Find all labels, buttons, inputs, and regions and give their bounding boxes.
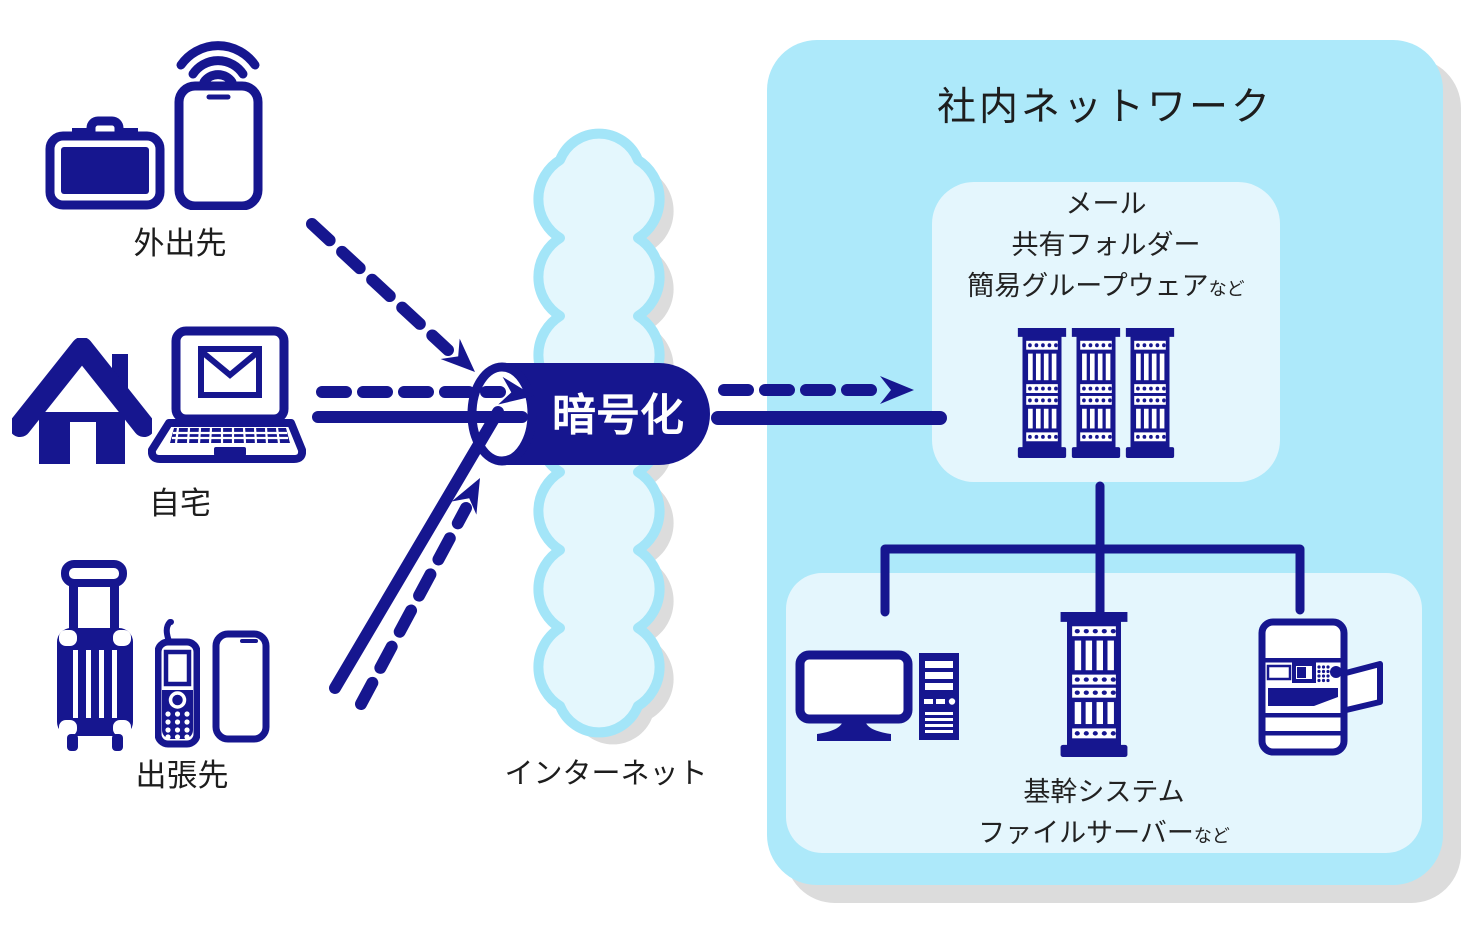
briefcase-icon: [45, 116, 165, 210]
laptop-mail-icon: [148, 326, 306, 463]
copier-icon: [1258, 618, 1383, 756]
feature-phone-icon: [155, 619, 200, 748]
arrow-offsite-dashed: [306, 218, 454, 356]
smartphone-wifi-icon: [174, 41, 263, 210]
internet-label: インターネット: [504, 758, 708, 790]
core-line-system: 基幹システム: [1023, 777, 1185, 807]
line-trip-solid: [329, 406, 504, 694]
arrowhead-offsite: [440, 338, 485, 383]
arrowhead-home: [498, 376, 537, 410]
arrow-trip-dashed: [355, 502, 472, 710]
tunnel-label: 暗号化: [552, 391, 684, 440]
server-rack-icon: [1124, 328, 1176, 458]
trip-label: 出張先: [135, 758, 229, 793]
home-label: 自宅: [149, 486, 211, 521]
tunnel-opening: [467, 362, 537, 466]
groupware-suffix: など: [1208, 279, 1245, 299]
core-box-text: 基幹システム ファイルサーバーなど: [786, 772, 1422, 857]
desktop-pc-icon: [795, 650, 959, 741]
core-suffix: など: [1193, 826, 1230, 846]
core-line-fileserver: ファイルサーバーなど: [978, 818, 1230, 848]
suitcase-icon: [57, 560, 133, 751]
house-icon: [12, 338, 152, 464]
groupware-box-text: メール 共有フォルダー 簡易グループウェアなど: [932, 184, 1280, 310]
smartphone-icon: [212, 630, 270, 743]
company-network-title: 社内ネットワーク: [936, 86, 1273, 129]
server-cluster-icon: [1016, 328, 1176, 458]
groupware-line-mail: メール: [1065, 189, 1147, 219]
arrowhead-trip: [451, 471, 493, 515]
server-rack-icon: [1070, 328, 1122, 458]
groupware-line-folder: 共有フォルダー: [1011, 230, 1201, 260]
groupware-line-gw: 簡易グループウェアなど: [967, 271, 1245, 301]
offsite-label: 外出先: [133, 226, 227, 261]
encryption-tunnel: [500, 363, 710, 465]
server-rack-icon: [1058, 612, 1130, 757]
server-rack-icon: [1016, 328, 1068, 458]
internet-cloud: [533, 128, 665, 738]
cloud-shadow: [552, 145, 674, 745]
